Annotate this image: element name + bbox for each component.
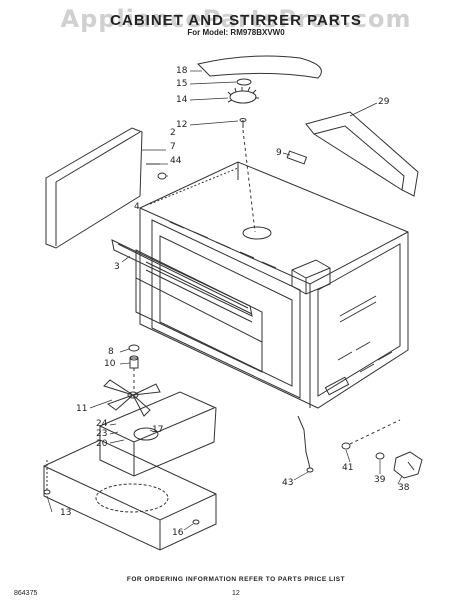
- stirrer-cover-part: [197, 55, 322, 79]
- model-number: For Model: RM978BXVW0: [187, 28, 285, 37]
- nut-part: [341, 442, 351, 450]
- callout-14: 14: [176, 95, 188, 105]
- bottom-panel-part: [43, 439, 217, 551]
- cabinet-body-part: [139, 161, 409, 409]
- ordering-note: FOR ORDERING INFORMATION REFER TO PARTS …: [126, 576, 346, 583]
- leader-lines: [46, 70, 403, 531]
- callout-11: 11: [76, 404, 88, 414]
- motor-part: [393, 451, 423, 479]
- page-number: 12: [232, 590, 240, 597]
- callout-41: 41: [342, 463, 354, 473]
- callout-44: 44: [170, 156, 182, 166]
- callout-9: 9: [276, 148, 282, 158]
- callout-13: 13: [60, 508, 72, 518]
- callout-16: 16: [172, 528, 184, 538]
- callout-18: 18: [176, 66, 188, 76]
- callout-15: 15: [176, 79, 188, 89]
- callout-43: 43: [282, 478, 294, 488]
- callout-4: 4: [134, 202, 140, 212]
- callout-23: 23: [96, 429, 108, 439]
- washer-part: [236, 78, 252, 86]
- door-trim-part: [111, 239, 253, 317]
- callout-8: 8: [108, 347, 114, 357]
- callout-12: 12: [176, 120, 188, 130]
- callout-24: 24: [96, 419, 108, 429]
- callout-2: 2: [170, 128, 176, 138]
- callout-10: 10: [104, 359, 116, 369]
- stirrer-blade-part: [227, 86, 259, 104]
- document-number: 864375: [14, 590, 38, 597]
- callout-3: 3: [114, 262, 120, 272]
- callout-20: 20: [96, 439, 108, 449]
- cabinet-bracket-part: [305, 111, 419, 197]
- door-frame-part: [135, 249, 263, 373]
- screw-part: [239, 118, 247, 128]
- stirrer-tray-part: [99, 391, 217, 477]
- callout-29: 29: [378, 97, 390, 107]
- callout-39: 39: [374, 475, 386, 485]
- callout-17: 17: [152, 425, 164, 435]
- clip-part: [286, 150, 308, 165]
- power-cord-part: [297, 415, 314, 473]
- screw-part-2: [375, 452, 385, 460]
- diagram-title: CABINET AND STIRRER PARTS: [110, 12, 362, 29]
- side-panel-part: [45, 127, 143, 249]
- stirrer-fan-part: [103, 379, 161, 417]
- callout-38: 38: [398, 483, 410, 493]
- callout-7: 7: [170, 142, 176, 152]
- coupler-part: [128, 344, 140, 369]
